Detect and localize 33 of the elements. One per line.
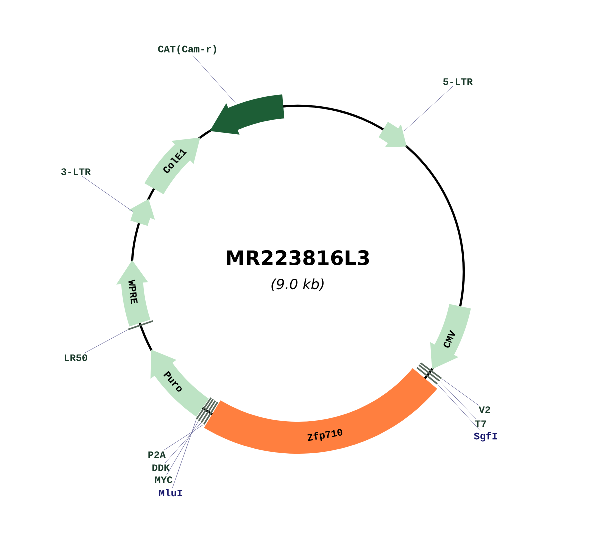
feature-label: T7 <box>475 420 486 428</box>
leader-line <box>193 56 237 104</box>
plasmid-name: MR223816L3 <box>227 250 370 266</box>
leader-line <box>442 378 479 406</box>
gene-block: Zfp710 <box>204 368 438 454</box>
leader-line <box>82 176 134 212</box>
leader-line <box>172 420 197 488</box>
leader-line <box>440 382 477 420</box>
leader-line <box>84 330 128 354</box>
site-marker <box>128 320 154 330</box>
feature-label: SgfI <box>474 432 498 442</box>
feature-label: 3-LTR <box>61 168 91 176</box>
leader-line <box>164 424 204 451</box>
feature-segment <box>210 94 285 135</box>
leader-line <box>438 384 481 432</box>
feature-segment: CMV <box>430 304 472 370</box>
site-marker <box>416 367 438 385</box>
feature-label: 5-LTR <box>444 78 473 86</box>
feature-segment <box>128 199 156 226</box>
feature-label: MYC <box>156 476 173 484</box>
feature-segment: WPRE <box>116 260 151 327</box>
feature-label: DDK <box>152 464 170 472</box>
feature-label: V2 <box>479 406 490 414</box>
feature-segment <box>378 122 407 148</box>
leader-line <box>166 422 199 476</box>
leader-line <box>164 423 202 464</box>
site-marker <box>204 402 219 425</box>
feature-label: CAT(Cam-r) <box>158 45 216 55</box>
feature-label: MluI <box>160 489 182 497</box>
feature-label: LR50 <box>65 354 88 362</box>
plasmid-size: (9.0 kb) <box>272 278 324 292</box>
leader-line <box>404 86 454 132</box>
feature-label: P2A <box>148 452 166 458</box>
